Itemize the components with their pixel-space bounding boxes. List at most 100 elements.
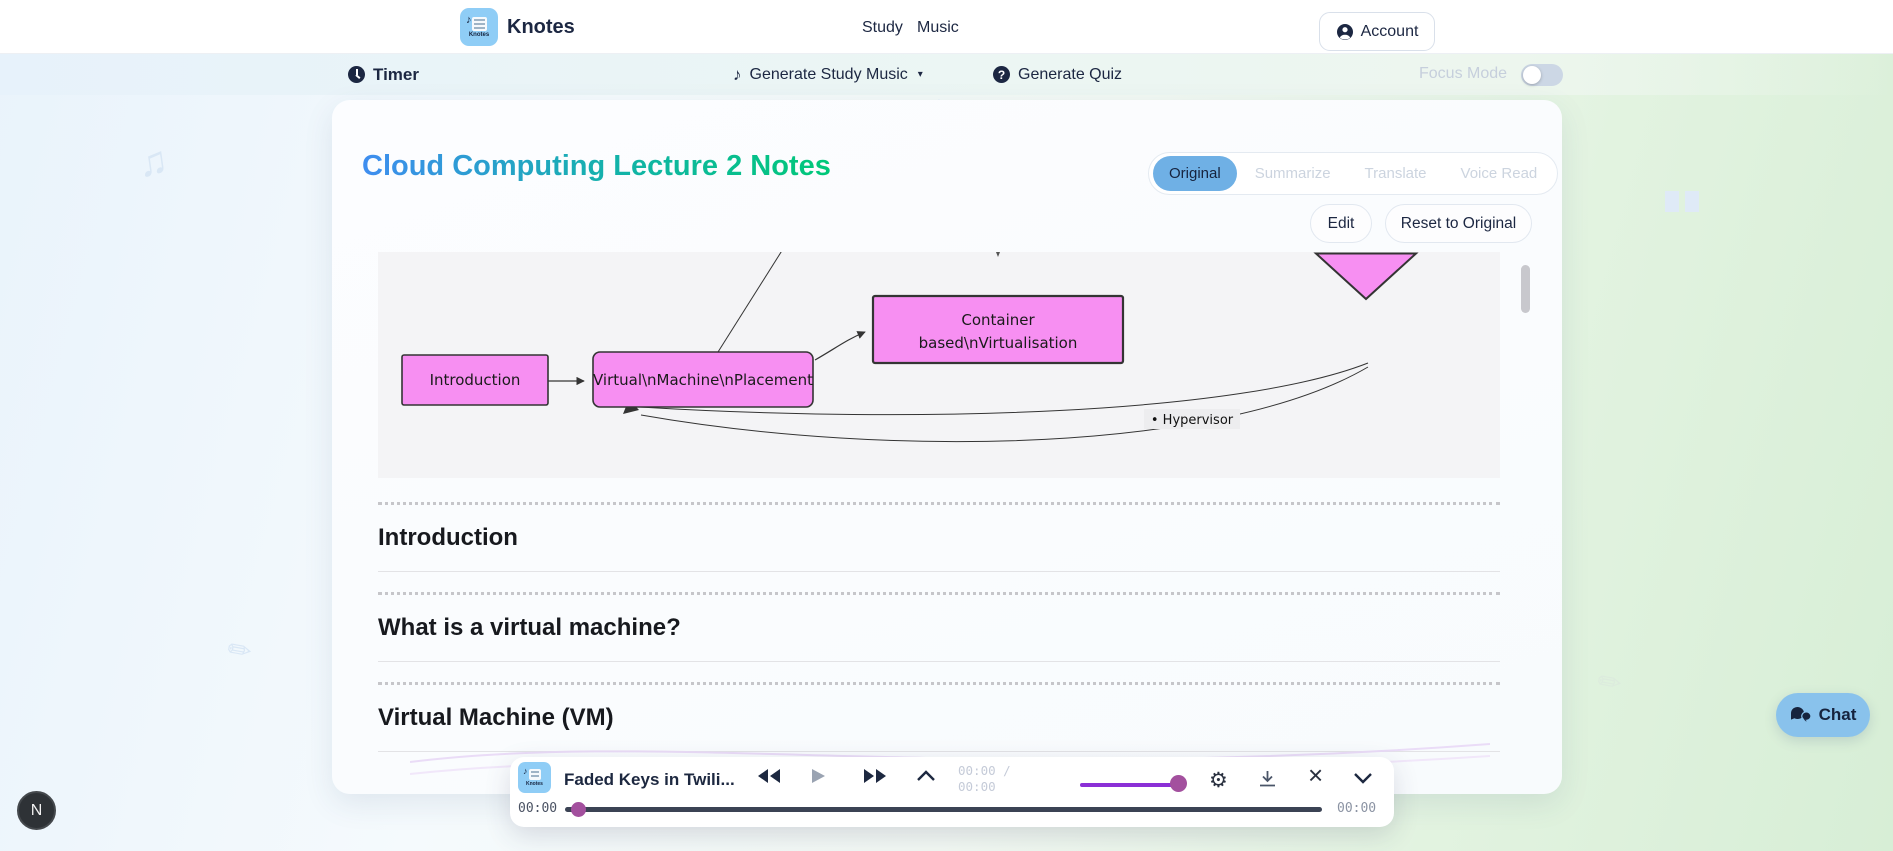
volume-knob[interactable] (1170, 775, 1187, 792)
knotes-logo-icon[interactable]: ♪ Knotes (460, 8, 498, 46)
play-button[interactable] (810, 767, 826, 785)
chat-button[interactable]: Chat (1776, 693, 1870, 737)
time-total: 00:00 (958, 779, 996, 794)
avatar-initial: N (30, 801, 43, 819)
download-icon (1260, 771, 1275, 787)
fast-forward-button[interactable] (862, 767, 888, 785)
download-button[interactable] (1258, 770, 1277, 787)
clock-icon (348, 66, 365, 83)
svg-text:based\nVirtualisation: based\nVirtualisation (919, 334, 1078, 352)
edit-button[interactable]: Edit (1310, 204, 1372, 243)
music-player: ♪ Knotes Faded Keys in Twili... 00:00 / … (510, 757, 1394, 827)
logo-caption: Knotes (468, 31, 490, 38)
settings-button[interactable]: ⚙ (1209, 768, 1228, 793)
document-glyph (528, 768, 541, 780)
heading-underline (378, 571, 1500, 572)
notes-scrollbar-thumb[interactable] (1521, 265, 1530, 313)
time-current: 00:00 / (958, 763, 1011, 778)
chevron-up-icon (917, 770, 935, 781)
close-player-button[interactable]: × (1308, 760, 1323, 791)
duration-time: 00:00 (1337, 801, 1377, 816)
chat-bubbles-icon (1790, 707, 1812, 723)
nav-link-music[interactable]: Music (917, 19, 959, 36)
node-virtual-machine-placement[interactable]: Virtual\nMachine\nPlacement (592, 351, 814, 408)
note-card: Cloud Computing Lecture 2 Notes Original… (332, 100, 1562, 794)
account-button[interactable]: Account (1319, 12, 1435, 51)
edge-vm-to-container (814, 331, 866, 361)
section-heading-virtual-machine-vm: Virtual Machine (VM) (378, 704, 614, 731)
progress-knob[interactable] (571, 802, 586, 817)
section-heading-introduction: Introduction (378, 524, 518, 551)
play-icon (812, 769, 825, 783)
study-toolbar: Timer ♪ Generate Study Music ▾ ? Generat… (0, 54, 1893, 95)
toggle-knob (1523, 66, 1541, 84)
clipped-label-fragment (996, 252, 1000, 257)
timer-button[interactable]: Timer (348, 54, 419, 95)
nav-link-study[interactable]: Study (862, 19, 903, 36)
question-circle-icon: ? (993, 66, 1010, 83)
timer-label: Timer (373, 64, 419, 84)
user-avatar[interactable]: N (17, 791, 56, 830)
progress-bar[interactable] (565, 807, 1322, 812)
edge-to-offscreen (717, 252, 782, 353)
pencil-decoration-icon: ✎ (221, 631, 259, 670)
edge-hypervisor-lower (640, 366, 1369, 443)
heading-underline (378, 751, 1500, 752)
time-display: 00:00 / 00:00 (958, 763, 1011, 795)
collapse-down-button[interactable] (1353, 772, 1373, 784)
focus-mode-toggle[interactable] (1521, 64, 1563, 86)
rewind-icon (758, 769, 780, 783)
svg-text:• Hypervisor: • Hypervisor (1151, 413, 1234, 428)
view-mode-tabs: Original Summarize Translate Voice Read (1148, 152, 1559, 195)
tab-translate[interactable]: Translate (1364, 165, 1427, 182)
music-note-icon: ♪ (733, 64, 742, 84)
person-icon (1336, 23, 1353, 40)
note-title: Cloud Computing Lecture 2 Notes (362, 150, 831, 182)
svg-text:Container: Container (961, 311, 1035, 329)
gear-icon: ⚙ (1209, 769, 1228, 792)
section-divider (378, 682, 1500, 685)
document-glyph (471, 16, 487, 31)
tab-original[interactable]: Original (1153, 156, 1237, 191)
svg-text:Introduction: Introduction (430, 371, 521, 389)
edge-label-hypervisor: • Hypervisor (1144, 409, 1240, 429)
music-note-glyph: ♪ (523, 766, 528, 776)
node-triangle[interactable] (1313, 252, 1419, 301)
section-divider (378, 502, 1500, 505)
fast-forward-icon (864, 769, 886, 783)
node-container-virtualisation[interactable]: Container based\nVirtualisation (871, 294, 1125, 365)
music-notes-decoration-icon: ♫ (135, 138, 171, 186)
chat-label: Chat (1818, 705, 1857, 724)
generate-study-music-label: Generate Study Music (749, 65, 908, 83)
music-note-glyph: ♪ (466, 14, 472, 26)
elapsed-time: 00:00 (518, 801, 558, 816)
focus-mode-label: Focus Mode (1419, 65, 1508, 82)
heading-underline (378, 661, 1500, 662)
pencil-decoration-icon: ✎ (1591, 663, 1629, 702)
book-decoration-icon (1665, 191, 1699, 212)
chevron-down-icon (1354, 773, 1372, 784)
edge-hypervisor-upper (639, 362, 1369, 416)
rewind-button[interactable] (756, 767, 782, 785)
player-knotes-logo-icon: ♪ Knotes (518, 762, 551, 793)
track-title: Faded Keys in Twili... (564, 770, 735, 789)
logo-caption: Knotes (526, 780, 543, 787)
tab-voice-read[interactable]: Voice Read (1460, 165, 1538, 182)
tab-summarize[interactable]: Summarize (1254, 165, 1331, 182)
account-label: Account (1360, 22, 1419, 40)
generate-study-music-button[interactable]: ♪ Generate Study Music ▾ (733, 54, 923, 95)
section-heading-what-is-a-vm: What is a virtual machine? (378, 614, 681, 641)
volume-slider[interactable] (1080, 783, 1180, 787)
close-icon: × (1308, 760, 1324, 790)
svg-text:Virtual\nMachine\nPlacement: Virtual\nMachine\nPlacement (593, 371, 813, 389)
flowchart-diagram[interactable]: Introduction Virtual\nMachine\nPlacement… (378, 252, 1500, 478)
generate-quiz-button[interactable]: ? Generate Quiz (993, 54, 1122, 95)
node-introduction[interactable]: Introduction (401, 354, 549, 406)
top-navbar: ♪ Knotes Knotes Study Music Account (0, 0, 1893, 54)
brand-name[interactable]: Knotes (507, 16, 575, 38)
section-divider (378, 592, 1500, 595)
caret-down-icon: ▾ (917, 69, 923, 80)
reset-to-original-button[interactable]: Reset to Original (1385, 204, 1532, 243)
collapse-up-button[interactable] (916, 770, 936, 782)
generate-quiz-label: Generate Quiz (1018, 65, 1123, 83)
